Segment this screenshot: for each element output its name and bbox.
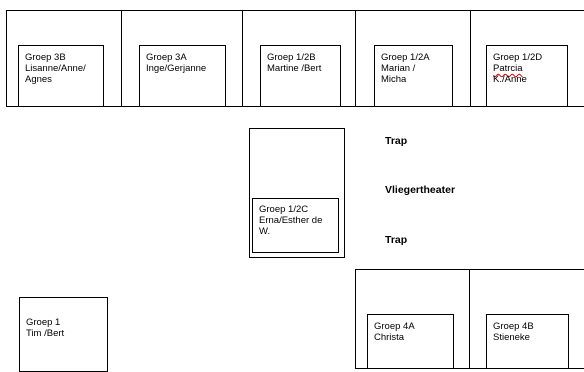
room-name: Groep 1/2D — [493, 52, 543, 63]
room-teacher-cont: W. — [259, 226, 271, 237]
trap-top-label: Trap — [385, 135, 408, 147]
room-name: Groep 4A — [374, 321, 415, 332]
room-label-groep-1: Groep 1 Tim /Bert — [19, 297, 108, 372]
room-teacher: Tim /Bert — [26, 328, 65, 339]
room-name: Groep 1/2B — [267, 52, 316, 63]
room-label-groep-1-2b: Groep 1/2B Martine /Bert — [260, 45, 341, 107]
room-label-groep-1-2d: Groep 1/2D Patrcia K./Anne — [486, 45, 568, 107]
room-teacher: Martine /Bert — [267, 63, 322, 74]
room-label-groep-3b: Groep 3B Lisanne/Anne/ Agnes — [18, 45, 104, 107]
room-label-groep-3a: Groep 3A Inge/Gerjanne — [139, 45, 226, 107]
room-name: Groep 4B — [493, 321, 534, 332]
room-teacher: Marian / — [381, 63, 416, 74]
room-teacher-cont: K./Anne — [493, 74, 527, 85]
room-label-groep-1-2c: Groep 1/2C Erna/Esther de W. — [252, 198, 339, 253]
room-teacher: Lisanne/Anne/ — [25, 63, 86, 74]
room-label-groep-4b: Groep 4B Stieneke — [486, 314, 569, 369]
room-teacher-cont: Agnes — [25, 74, 52, 85]
room-label-groep-1-2a: Groep 1/2A Marian / Micha — [374, 45, 453, 107]
room-outline-groep-1 — [19, 297, 108, 372]
room-teacher: Inge/Gerjanne — [146, 63, 207, 74]
room-teacher: Patrcia — [493, 63, 523, 74]
room-name: Groep 3A — [146, 52, 187, 63]
room-teacher-cont: Micha — [381, 74, 407, 85]
room-name: Groep 3B — [25, 52, 66, 63]
room-name: Groep 1/2A — [381, 52, 430, 63]
room-name: Groep 1/2C — [259, 204, 309, 215]
vliegertheater-label: Vliegertheater — [385, 184, 456, 196]
room-name: Groep 1 — [26, 317, 61, 328]
room-teacher: Christa — [374, 332, 405, 343]
room-label-groep-4a: Groep 4A Christa — [367, 314, 454, 369]
room-teacher: Erna/Esther de — [259, 215, 323, 226]
room-teacher: Stieneke — [493, 332, 530, 343]
trap-bottom-label: Trap — [385, 234, 408, 246]
